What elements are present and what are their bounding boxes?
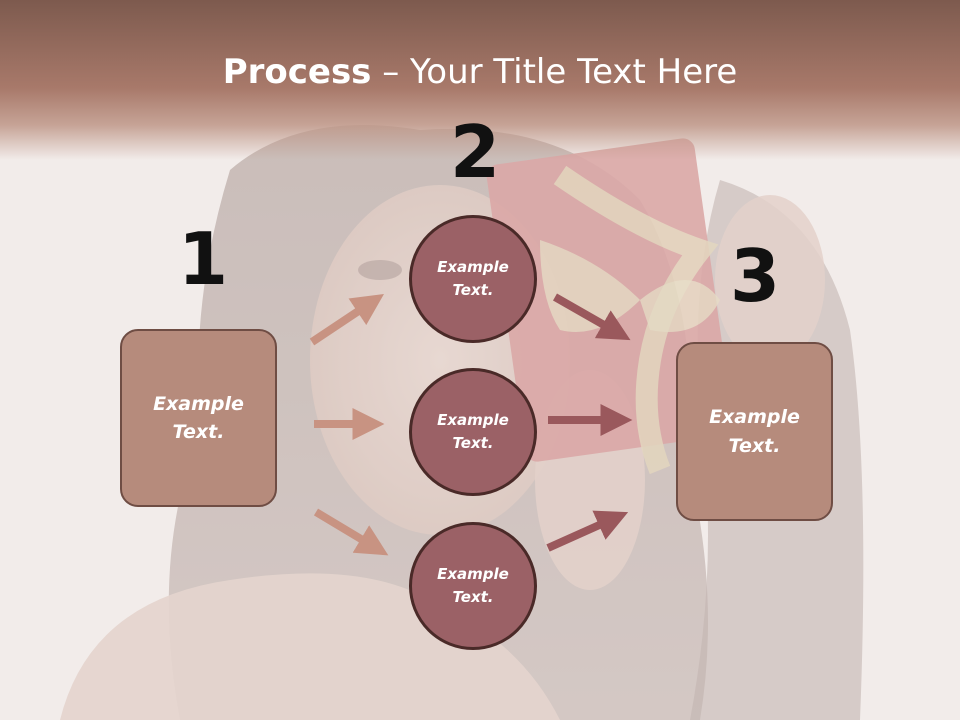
right-step-box: Example Text. [676, 342, 833, 521]
left-arrows [309, 294, 389, 556]
arrow-to-circle-3 [313, 508, 389, 556]
step-number-2: 2 [450, 110, 501, 194]
arrow-from-circle-3 [546, 510, 629, 552]
circle-step-3: Example Text. [409, 522, 537, 650]
right-arrows [546, 293, 633, 552]
arrow-to-circle-1 [309, 294, 384, 346]
title-rest: – Your Title Text Here [371, 52, 738, 92]
step-number-1: 1 [178, 217, 229, 301]
left-step-box: Example Text. [120, 329, 277, 507]
page-title: Process – Your Title Text Here [0, 52, 960, 92]
title-band [0, 0, 960, 160]
arrow-from-circle-1 [553, 293, 631, 341]
circle-step-1: Example Text. [409, 215, 537, 343]
title-bold: Process [222, 52, 372, 92]
circle-step-2: Example Text. [409, 368, 537, 496]
step-number-3: 3 [730, 234, 781, 318]
